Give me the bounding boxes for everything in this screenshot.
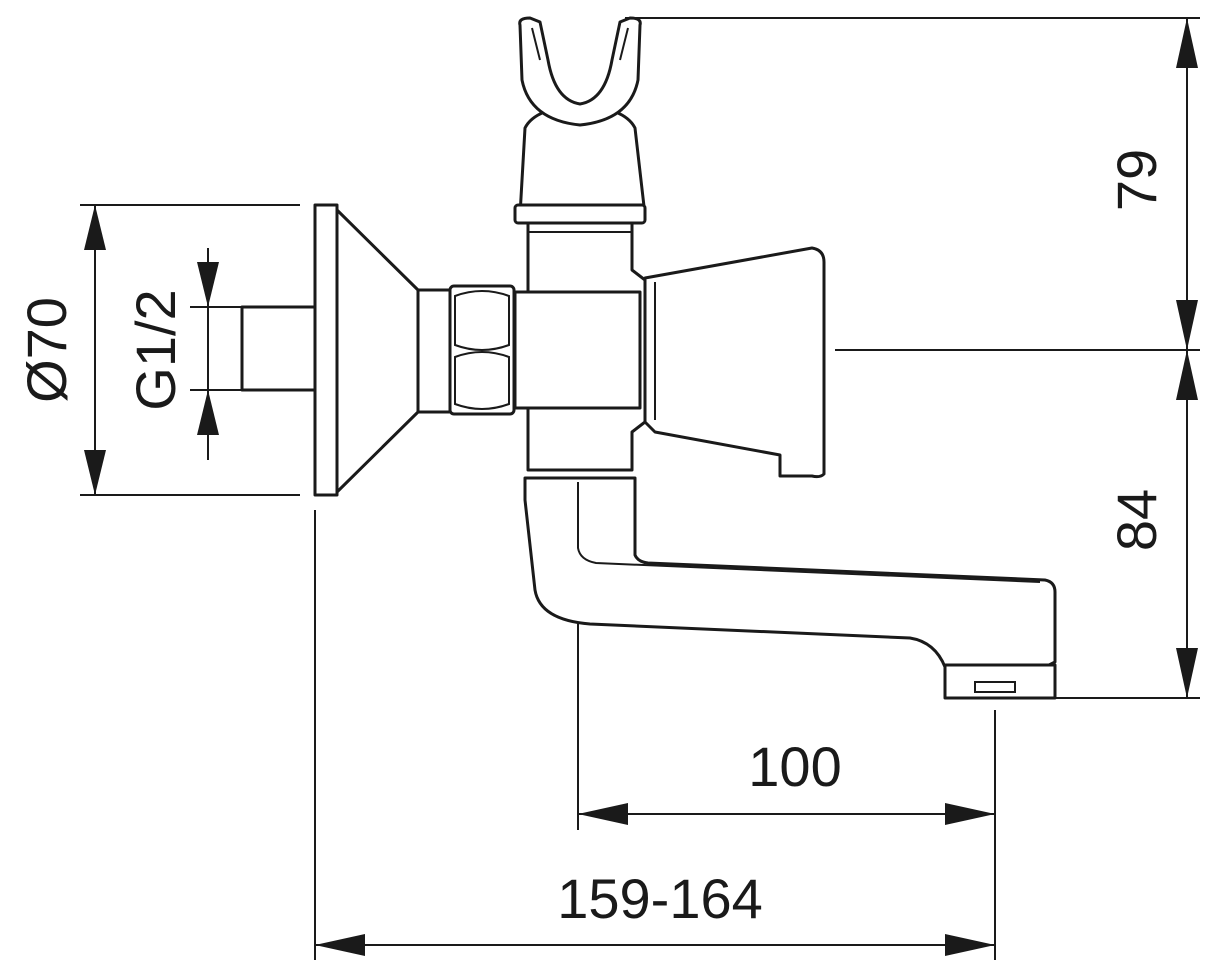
wall-flange (313, 203, 420, 497)
dimension-label-79: 79 (1105, 149, 1168, 211)
dimension-label-thread: G1/2 (124, 289, 187, 410)
mixer-body (513, 220, 647, 472)
dimension-label-84: 84 (1105, 489, 1168, 551)
dimension-height-upper: 79 (1105, 18, 1198, 350)
dimension-overall-length: 159-164 (315, 867, 995, 956)
dimension-height-lower: 84 (1105, 350, 1198, 698)
dimension-spout-reach: 100 (578, 735, 995, 825)
inlet-pipe (240, 305, 317, 392)
shower-holder (513, 16, 647, 225)
dimension-flange-diameter: Ø70 (15, 205, 106, 495)
hex-nut-connector (416, 284, 516, 416)
dimension-thread: G1/2 (124, 248, 242, 460)
dimension-label-diameter: Ø70 (15, 297, 78, 403)
bath-spout (523, 476, 1057, 700)
lever-handle (643, 246, 826, 479)
dimension-label-overall: 159-164 (557, 867, 763, 930)
dimension-label-100: 100 (748, 735, 841, 798)
